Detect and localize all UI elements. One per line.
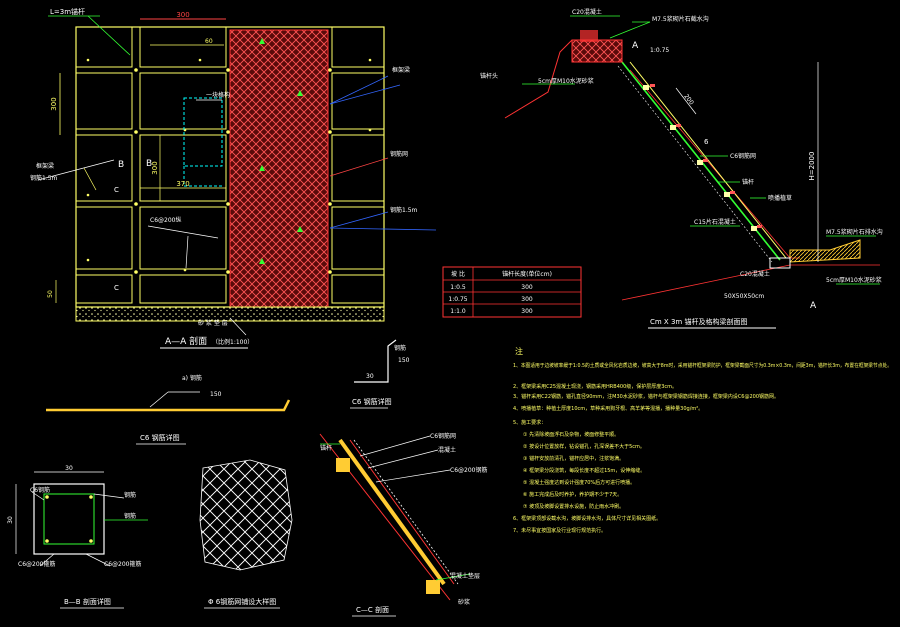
table-cell: 1:1.0	[450, 308, 466, 315]
section-c-c: 锚杆 C6钢筋网 混凝土 C6@200钢筋 混凝土垫层 砂浆 C—C 剖面	[319, 432, 487, 617]
left-note-1: 框架梁	[36, 162, 54, 170]
cc-title: C—C 剖面	[356, 605, 389, 614]
left-label: 锚杆头	[480, 72, 498, 80]
base-dim: 50X50X50cm	[724, 293, 764, 300]
height-label: H=2000	[808, 152, 816, 181]
cc-l1: 锚杆	[320, 444, 332, 452]
mesh-title: Φ 6钢筋网铺设大样图	[208, 597, 276, 606]
g-label: 6	[704, 138, 709, 146]
anchor-label: C6@200纵	[150, 217, 181, 224]
top-ditch-label: M7.5浆砌片石截水沟	[652, 15, 709, 23]
bb-dim-side: 30	[7, 516, 14, 524]
label-b-right: B	[146, 159, 152, 169]
left-label-2: 5cm厚M10水泥砂浆	[538, 77, 594, 85]
grass-label: 喷播植草	[768, 194, 792, 202]
bb-l5: 钢筋	[124, 512, 136, 520]
label-c-2: C	[114, 284, 119, 292]
table-cell: 1:0.5	[450, 284, 466, 291]
left-note-2: 钢筋1.5m	[30, 174, 58, 182]
slope-ratio: 1:0.75	[650, 47, 669, 54]
dim-top: 300	[176, 11, 189, 19]
note-line: 7、未尽事宜按国家及行业现行规范执行。	[513, 527, 606, 534]
base-label: 砂 浆 垫 层	[198, 319, 228, 327]
label-a-top: A	[632, 41, 639, 51]
note-line: 4、喷播植草：种植土厚度10cm，草种采用狗牙根、高羊茅等混播，播种量30g/m…	[513, 405, 703, 412]
section-a-a: 300 60 300 300 370 50 L=3m锚杆 一块格构 框架梁 钢筋…	[30, 7, 437, 349]
notes: 注 1、本图适用于边坡坡率缓于1:0.5的土质或全风化岩质边坡，坡高大于8m时，…	[513, 346, 892, 534]
c20-label: C20混凝土	[740, 270, 770, 278]
note-line: 6、框架梁顶部设截水沟，坡脚设排水沟，具体尺寸详见相关图纸。	[513, 515, 661, 522]
bb-l2: C6钢筋	[30, 486, 50, 494]
note-line: ⑦ 坡顶及坡脚设置排水设施，防止雨水冲刷。	[523, 503, 624, 510]
bb-dim-30: 30	[65, 465, 73, 472]
hook-dim-2: 30	[366, 373, 374, 380]
mesh-detail: Φ 6钢筋网铺设大样图	[199, 459, 293, 609]
label-c-1: C	[114, 186, 119, 194]
note-line: 5、施工要求：	[513, 419, 546, 426]
table-cell: 300	[521, 308, 533, 315]
dim-bottom-left: 50	[47, 290, 54, 298]
bb-l3: C6@200箍筋	[18, 560, 55, 568]
rebar-detail: a) 钢筋 150 C6 钢筋详图 钢筋 150 30 C6 钢筋详图	[46, 339, 410, 445]
table-header-2: 锚杆长度(单位cm)	[502, 270, 552, 278]
note-line: ② 按设计位置放样，钻设锚孔，孔深误差不大于5cm。	[523, 443, 645, 450]
frame-label: 钢筋1.5m	[390, 206, 418, 214]
note-line: 1、本图适用于边坡坡率缓于1:0.5的土质或全风化岩质边坡，坡高大于8m时，采用…	[513, 362, 892, 369]
cc-l4: C6@200钢筋	[450, 466, 487, 474]
hook-title: C6 钢筋详图	[352, 397, 392, 406]
bb-l1: 钢筋	[124, 491, 136, 499]
note-line: ⑤ 混凝土强度达到设计强度70%后方可进行喷播。	[523, 479, 635, 486]
mesh-label: 钢筋网	[390, 150, 408, 158]
dim-inner-top: 60	[205, 38, 213, 45]
bb-l4: C6@200箍筋	[104, 560, 141, 568]
label-a-bottom: A	[810, 301, 817, 311]
bottom-ditch-label: M7.5浆砌片石排水沟	[826, 228, 883, 236]
section-a-scale: （比例1:100）	[212, 338, 253, 346]
note-line: ⑥ 施工完成后及时养护，养护期不少于7天。	[523, 491, 622, 498]
bb-title: B—B 剖面详图	[64, 597, 111, 606]
side-profile: H=2000 200 M7.5浆砌片石截水沟 C20混凝土 1:0.75 A A…	[480, 8, 883, 329]
note-line: ① 先清除坡面浮石及杂物，坡面修整平顺。	[523, 431, 619, 438]
cc-l2: C6钢筋网	[430, 432, 456, 440]
table-cell: 300	[521, 296, 533, 303]
note-line: 2、框架梁采用C25混凝土现浇，钢筋采用HRB400级，保护层厚度3cm。	[513, 383, 677, 390]
cc-bottom: 砂浆	[458, 598, 470, 606]
dim-inner: 370	[176, 180, 189, 188]
table-cell: 1:0.75	[448, 296, 467, 303]
rebar-title: C6 钢筋详图	[140, 433, 180, 442]
cap-label: C15片石混凝土	[694, 218, 736, 226]
dim-200: 200	[682, 93, 695, 107]
note-line: 3、锚杆采用C22钢筋，锚孔直径90mm，注M30水泥砂浆，锚杆与框架梁钢筋焊接…	[513, 393, 779, 400]
cc-l3: 混凝土	[438, 446, 456, 454]
block-label: 一块格构	[206, 91, 230, 99]
rebar-a-label: a) 钢筋	[182, 374, 202, 382]
mesh-label: C6钢筋网	[730, 152, 756, 160]
cc-l5: 混凝土垫层	[450, 572, 480, 580]
section-a-title: A—A 剖面	[165, 335, 207, 347]
table-header-1: 坡 比	[451, 270, 465, 278]
section-b-b: 30 30 钢筋 C6钢筋 钢筋 C6@200箍筋 C6@200箍筋 B—B 剖…	[7, 465, 148, 609]
mesh-strip	[229, 29, 329, 308]
slope-table: 坡 比 锚杆长度(单位cm) 1:0.5 300 1:0.75 300 1:1.…	[442, 266, 582, 318]
notes-heading: 注	[515, 346, 523, 356]
table-cell: 300	[521, 284, 533, 291]
hook-label: 钢筋	[394, 344, 406, 352]
hook-dim-1: 150	[398, 357, 410, 364]
bolt-label: L=3m锚杆	[50, 7, 85, 16]
rebar-dim: 150	[210, 391, 222, 398]
anchor-label: 锚杆	[742, 178, 754, 186]
side-note: 5cm厚M10水泥砂浆	[826, 276, 882, 284]
label-b-left: B	[118, 160, 124, 170]
note-line: ③ 锚杆安放前清孔，锚杆应居中，注浆饱满。	[523, 455, 624, 462]
beam-label: 框架梁	[392, 66, 410, 74]
dim-left-a: 300	[50, 97, 58, 110]
top-label-2: C20混凝土	[572, 8, 602, 16]
dim-left-b: 300	[151, 161, 159, 174]
note-line: ④ 框架梁分段浇筑，每段长度不超过15m，设伸缩缝。	[523, 467, 645, 474]
side-title: Cm X 3m 锚杆及格构梁剖面图	[650, 317, 747, 326]
